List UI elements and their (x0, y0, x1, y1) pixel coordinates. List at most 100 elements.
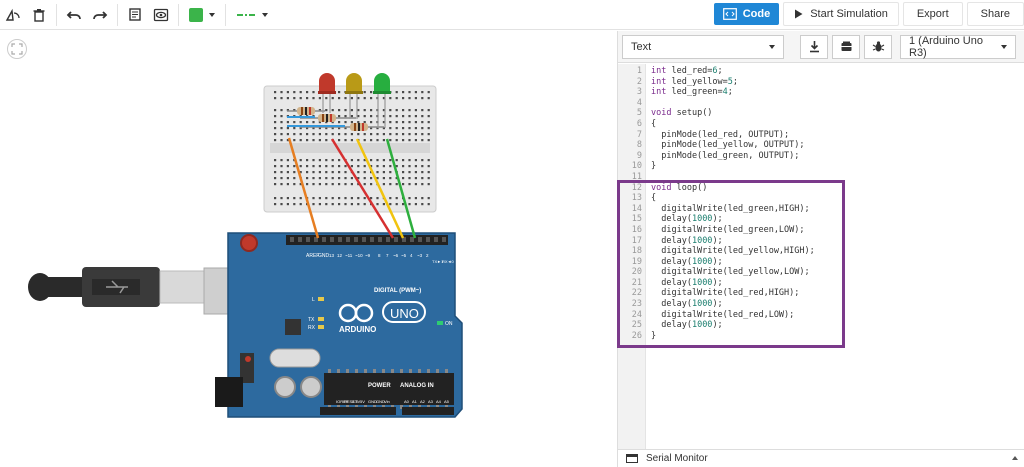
line-number: 14 (631, 203, 642, 214)
board-select[interactable]: 1 (Arduino Uno R3) (900, 34, 1016, 59)
debugger-button[interactable] (864, 34, 892, 59)
capacitor (274, 376, 296, 398)
export-button[interactable]: Export (902, 2, 963, 26)
delete-button[interactable] (26, 2, 52, 28)
notes-button[interactable] (122, 2, 148, 28)
toolbar-divider (225, 3, 226, 26)
arduino-board[interactable]: AREF GND 13 12 ~11 ~10 ~9 8 7 ~6 ~5 4 ~3… (215, 232, 463, 418)
rx-label: RX (308, 325, 316, 331)
capacitor (300, 376, 322, 398)
line-number: 2 (636, 76, 642, 87)
libraries-button[interactable] (832, 34, 860, 59)
usb-icon (106, 280, 128, 294)
download-button[interactable] (800, 34, 828, 59)
code-icon (722, 8, 737, 20)
code-line: delay(1000); (651, 235, 723, 246)
line-number: 13 (631, 193, 642, 204)
power-label: POWER (368, 383, 391, 389)
code-button[interactable]: Code (713, 3, 780, 25)
code-line: pinMode(led_yellow, OUTPUT); (651, 140, 805, 151)
wire-green[interactable] (385, 138, 417, 239)
power-pin-label: 3.3V (352, 399, 361, 404)
led-indicator (245, 356, 251, 362)
code-line: void loop() (651, 182, 708, 193)
serial-monitor-label: Serial Monitor (646, 453, 708, 464)
start-simulation-button[interactable]: Start Simulation (783, 2, 899, 26)
toolbar-divider (117, 3, 118, 26)
code-line: { (651, 193, 657, 204)
code-line: digitalWrite(led_yellow,HIGH); (651, 246, 815, 257)
arduino-logo-text: ARDUINO (339, 325, 376, 334)
chevron-up-icon (1012, 456, 1018, 460)
wire-gnd[interactable] (287, 137, 320, 239)
line-number: 19 (631, 256, 642, 267)
code-line: int led_red=6; (651, 66, 723, 76)
play-icon (795, 9, 803, 19)
power-pin-label: GND (376, 399, 385, 404)
aref-label: AREF (306, 253, 319, 259)
code-button-label: Code (742, 8, 771, 20)
line-number: 17 (631, 235, 642, 246)
analog-pin-label: A4 (436, 399, 442, 404)
digital-pwm-label: DIGITAL (PWM~) (374, 288, 421, 294)
serial-monitor-bar[interactable]: Serial Monitor (618, 449, 1024, 467)
gnd-label: GND (318, 253, 330, 259)
tx-indicator (318, 317, 324, 321)
line-number: 1 (636, 66, 642, 76)
library-icon (841, 41, 851, 51)
undo-button[interactable] (61, 2, 87, 28)
export-label: Export (916, 8, 949, 20)
pin-label: 4 (410, 253, 413, 258)
usb-chip (285, 319, 301, 335)
led-yellow[interactable] (345, 73, 363, 119)
code-mode-value: Text (631, 40, 652, 53)
pin-label: 7 (386, 253, 389, 258)
on-label: ON (445, 321, 453, 327)
power-pin-label: GND (368, 399, 377, 404)
code-text-area[interactable]: int led_red=6;int led_yellow=5;int led_g… (646, 64, 815, 449)
share-button[interactable]: Share (966, 2, 1024, 26)
power-pin-label: 5V (360, 399, 365, 404)
code-line: int led_green=4; (651, 87, 733, 98)
wire-style-picker[interactable] (230, 2, 274, 28)
led-red[interactable] (318, 73, 336, 113)
analog-in-label: ANALOG IN (400, 383, 434, 389)
line-number: 8 (636, 140, 642, 151)
pin-label: 13 (329, 253, 335, 258)
code-line: pinMode(led_green, OUTPUT); (651, 150, 800, 161)
wire-yellow[interactable] (355, 138, 405, 239)
pin-label: 8 (378, 253, 381, 258)
chevron-down-icon (1001, 44, 1007, 49)
line-number: 26 (631, 330, 642, 341)
led-l-label: L (312, 297, 315, 303)
led-green[interactable] (373, 73, 391, 128)
line-number: 5 (636, 108, 642, 119)
zoom-to-fit-button[interactable] (7, 39, 27, 59)
rotate-button[interactable] (0, 2, 26, 28)
code-mode-select[interactable]: Text (622, 34, 784, 59)
redo-button[interactable] (87, 2, 113, 28)
crystal-oscillator (269, 348, 321, 368)
pin-label: ~3 (417, 253, 423, 258)
code-line: int led_yellow=5; (651, 76, 739, 87)
line-number: 21 (631, 277, 642, 288)
wire-red[interactable] (330, 138, 395, 239)
circuit-canvas[interactable]: AREF GND 13 12 ~11 ~10 ~9 8 7 ~6 ~5 4 ~3… (0, 31, 617, 467)
reset-button[interactable] (240, 234, 258, 252)
rotate-icon (5, 8, 20, 21)
line-number: 18 (631, 246, 642, 257)
code-line: } (651, 330, 657, 341)
code-line: delay(1000); (651, 299, 723, 310)
chevron-down-icon (769, 44, 775, 49)
resistor-red[interactable] (287, 107, 325, 115)
line-number: 4 (636, 97, 642, 108)
code-line: digitalWrite(led_green,HIGH); (651, 203, 810, 214)
line-number: 25 (631, 320, 642, 331)
notes-icon (129, 7, 141, 21)
usb-cable[interactable] (28, 267, 245, 315)
view-toggle-button[interactable] (148, 2, 174, 28)
fill-color-picker[interactable] (183, 2, 221, 28)
power-jack[interactable] (215, 377, 243, 407)
